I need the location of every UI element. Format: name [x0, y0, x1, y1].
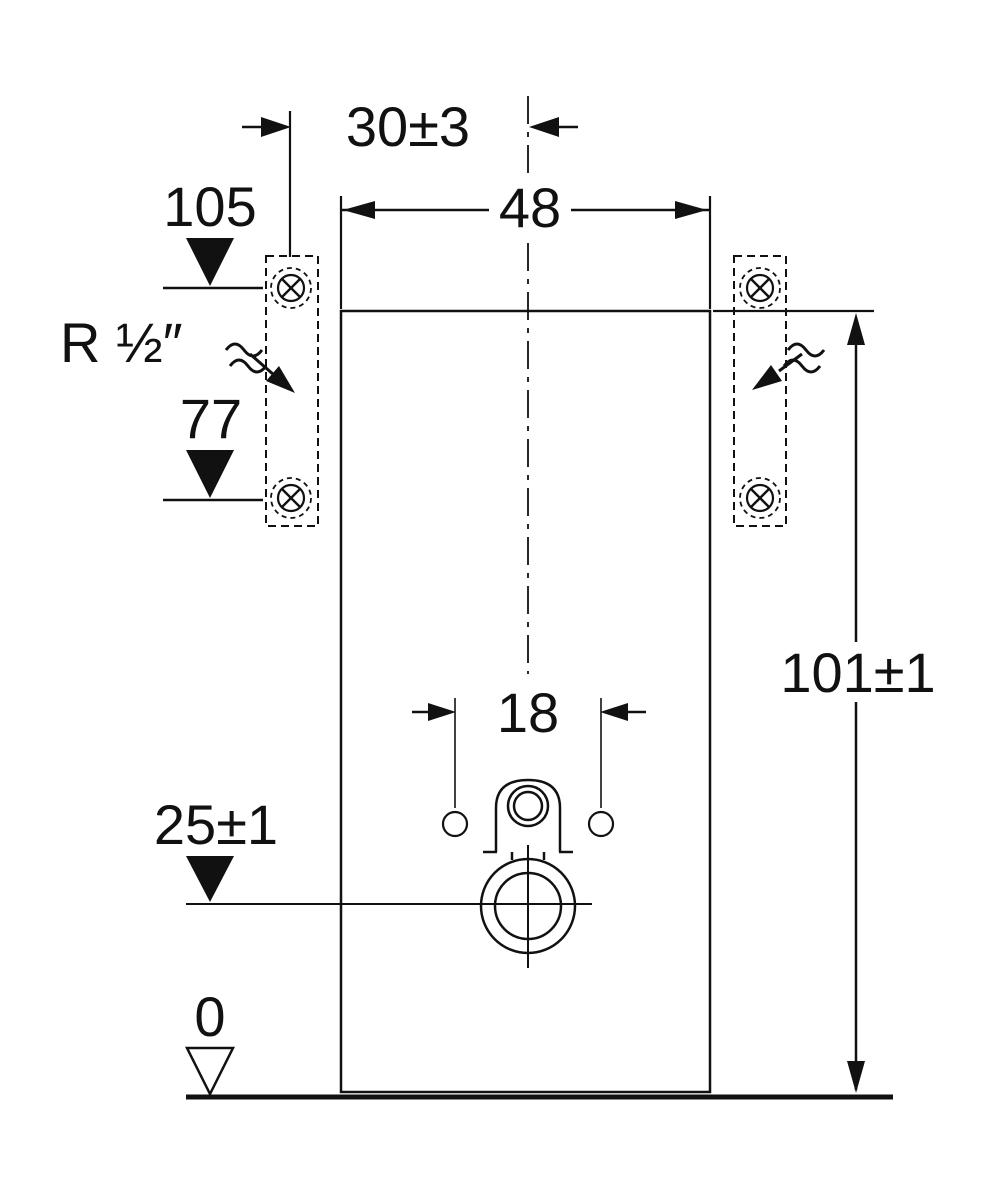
level-triangle-icon — [186, 238, 234, 286]
dim-width-label: 48 — [499, 176, 561, 239]
dim-top-offset-label: 30±3 — [346, 95, 470, 158]
water-connection-left: R ½″ — [60, 311, 295, 393]
arrowhead-icon — [752, 365, 782, 390]
dim-connection-spacing-label: 18 — [497, 681, 559, 744]
waste-outlet — [479, 845, 577, 968]
wave-icon — [782, 358, 822, 374]
dimension-total-height: 101±1 — [713, 309, 951, 1093]
level-triangle-icon — [186, 450, 234, 498]
level-marker-25: 25±1 — [154, 793, 592, 905]
mounting-strip-left — [265, 255, 319, 527]
screw-bottom-right-icon — [738, 476, 782, 520]
arrowhead-up-icon — [847, 313, 865, 345]
arrow-tail — [249, 352, 275, 377]
mounting-strip-right — [733, 255, 787, 527]
dimension-width: 48 — [339, 176, 712, 309]
wave-icon — [228, 358, 268, 374]
arrowhead-right-icon — [675, 201, 707, 219]
fixing-point-right — [587, 810, 615, 838]
level-triangle-icon — [186, 856, 234, 902]
arrow-tail — [778, 352, 803, 373]
dimension-connection-spacing: 18 — [412, 681, 646, 808]
water-connection-right — [752, 342, 826, 390]
arrowhead-left-icon — [343, 201, 375, 219]
flush-pipe-bracket — [483, 778, 573, 860]
arrowhead-left-icon — [600, 703, 628, 721]
module-panel-outline — [339, 309, 712, 1094]
fixing-point-left — [441, 810, 469, 838]
level-25-label: 25±1 — [154, 793, 278, 856]
dimension-top-offset: 30±3 — [242, 95, 578, 257]
arrowhead-right-icon — [261, 117, 291, 137]
dim-total-height-label: 101±1 — [780, 641, 935, 704]
arrowhead-down-icon — [847, 1061, 865, 1093]
thread-size-label: R ½″ — [60, 311, 183, 374]
screw-bottom-left-icon — [269, 476, 313, 520]
wave-icon — [786, 342, 826, 358]
mounting-strip-right-outline — [733, 255, 787, 527]
level-marker-0: 0 — [184, 985, 236, 1097]
label-background — [769, 642, 951, 702]
level-0-label: 0 — [194, 985, 225, 1048]
screw-top-right-icon — [738, 266, 782, 310]
module-panel — [339, 309, 712, 1094]
level-marker-105: 105 — [163, 175, 263, 290]
label-background — [489, 181, 571, 237]
wave-icon — [224, 342, 264, 358]
arrowhead-right-icon — [428, 703, 456, 721]
mounting-strip-left-outline — [265, 255, 319, 527]
level-marker-77: 77 — [163, 387, 263, 502]
level-open-triangle-icon — [184, 1046, 236, 1097]
level-105-label: 105 — [163, 175, 256, 238]
screw-top-left-icon — [269, 266, 313, 310]
supply-pipe-inner — [512, 790, 544, 822]
arrowhead-icon — [266, 366, 295, 393]
arrowhead-left-icon — [529, 117, 559, 137]
level-77-label: 77 — [180, 387, 242, 450]
